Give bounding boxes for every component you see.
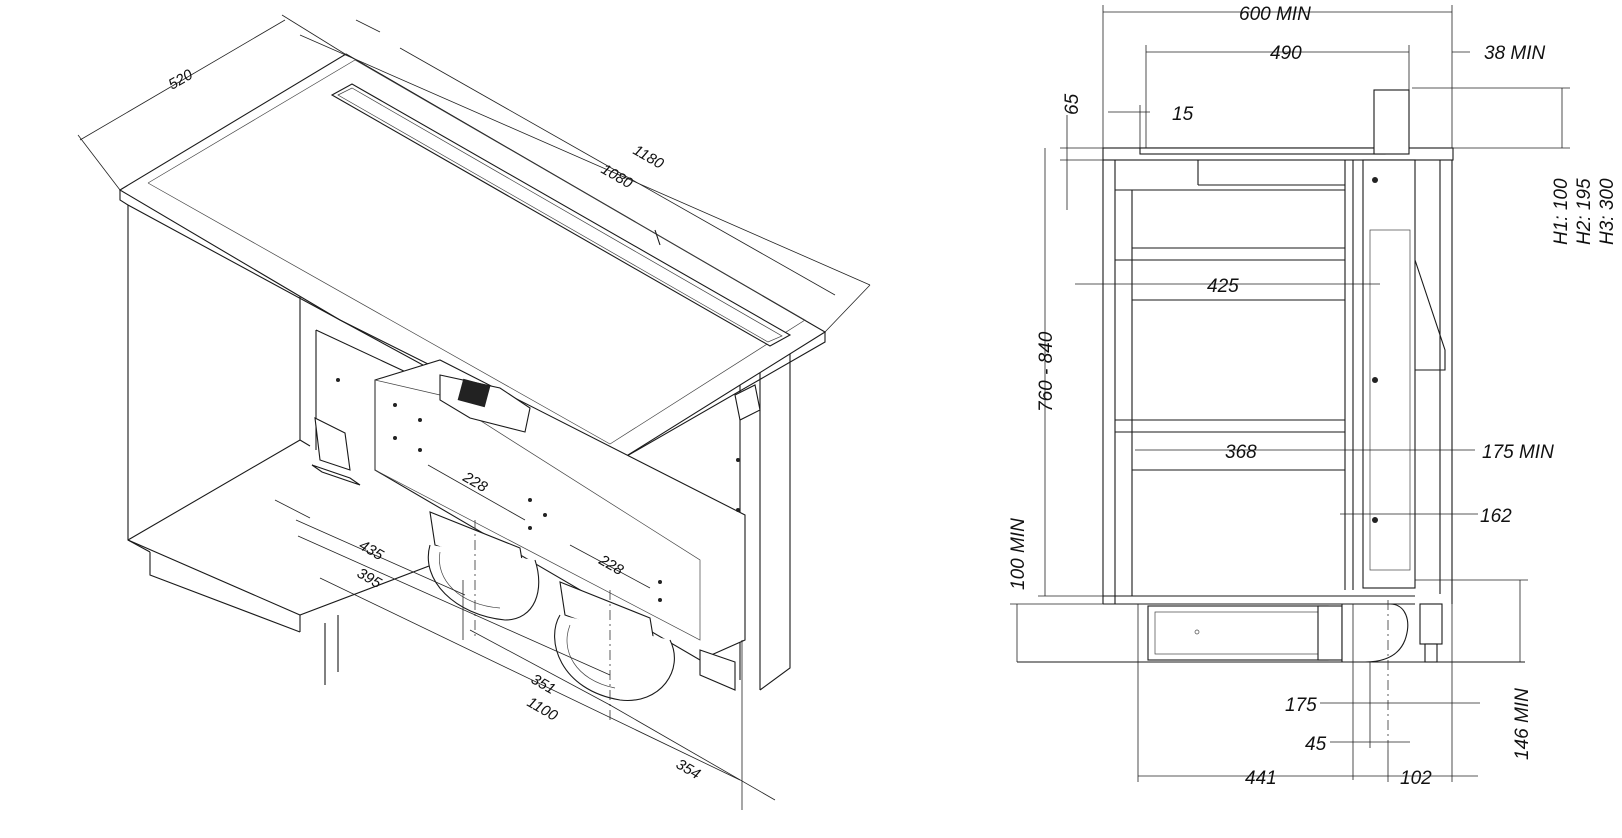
dim-520-label: 520	[166, 66, 197, 94]
dim-45-label: 45	[1305, 734, 1327, 755]
dim-1180-label: 1180	[630, 142, 667, 173]
dim-h3-label: H3: 300	[1597, 178, 1618, 245]
dim-425-label: 425	[1207, 276, 1239, 297]
dim-175-label: 175	[1285, 695, 1317, 716]
side-cabinet	[1102, 160, 1453, 605]
side-downdraft-unit	[1362, 159, 1446, 589]
side-view: 600 MIN 490 38 MIN 65 15 H1: 100 H2: 195…	[1008, 4, 1618, 789]
side-dimension-lines	[1010, 5, 1570, 782]
dim-435-label: 435	[356, 537, 387, 565]
dim-100-min-label: 100 MIN	[1008, 518, 1029, 590]
dim-368-label: 368	[1225, 442, 1257, 463]
dim-760-840-label: 760 - 840	[1036, 331, 1057, 412]
dim-102-label: 102	[1400, 768, 1432, 789]
dim-146-min-label: 146 MIN	[1512, 688, 1533, 760]
duct-right	[554, 581, 675, 720]
side-chimney	[1373, 89, 1410, 155]
duct-left	[427, 511, 540, 640]
dim-600-min-label: 600 MIN	[1239, 4, 1311, 25]
dim-38-min-label: 38 MIN	[1484, 43, 1546, 64]
isometric-view: 520 1180 1080 228 228 435 395 351 1100 3…	[77, 14, 871, 810]
dim-1080-label: 1080	[598, 161, 636, 193]
dim-65-label: 65	[1062, 93, 1083, 115]
dim-h1-label: H1: 100	[1551, 178, 1572, 245]
downdraft-back-panel	[311, 359, 761, 691]
dim-175-min-label: 175 MIN	[1482, 442, 1554, 463]
dim-395-label: 395	[354, 565, 385, 593]
dim-15-label: 15	[1172, 104, 1194, 125]
side-plinth-motor	[1147, 600, 1443, 750]
dim-1100-label: 1100	[524, 694, 561, 725]
iso-dimension-lines	[77, 14, 871, 810]
dim-490-label: 490	[1270, 43, 1302, 64]
dim-h2-label: H2: 195	[1574, 178, 1595, 245]
dim-441-label: 441	[1245, 768, 1277, 789]
dim-162-label: 162	[1480, 506, 1512, 527]
